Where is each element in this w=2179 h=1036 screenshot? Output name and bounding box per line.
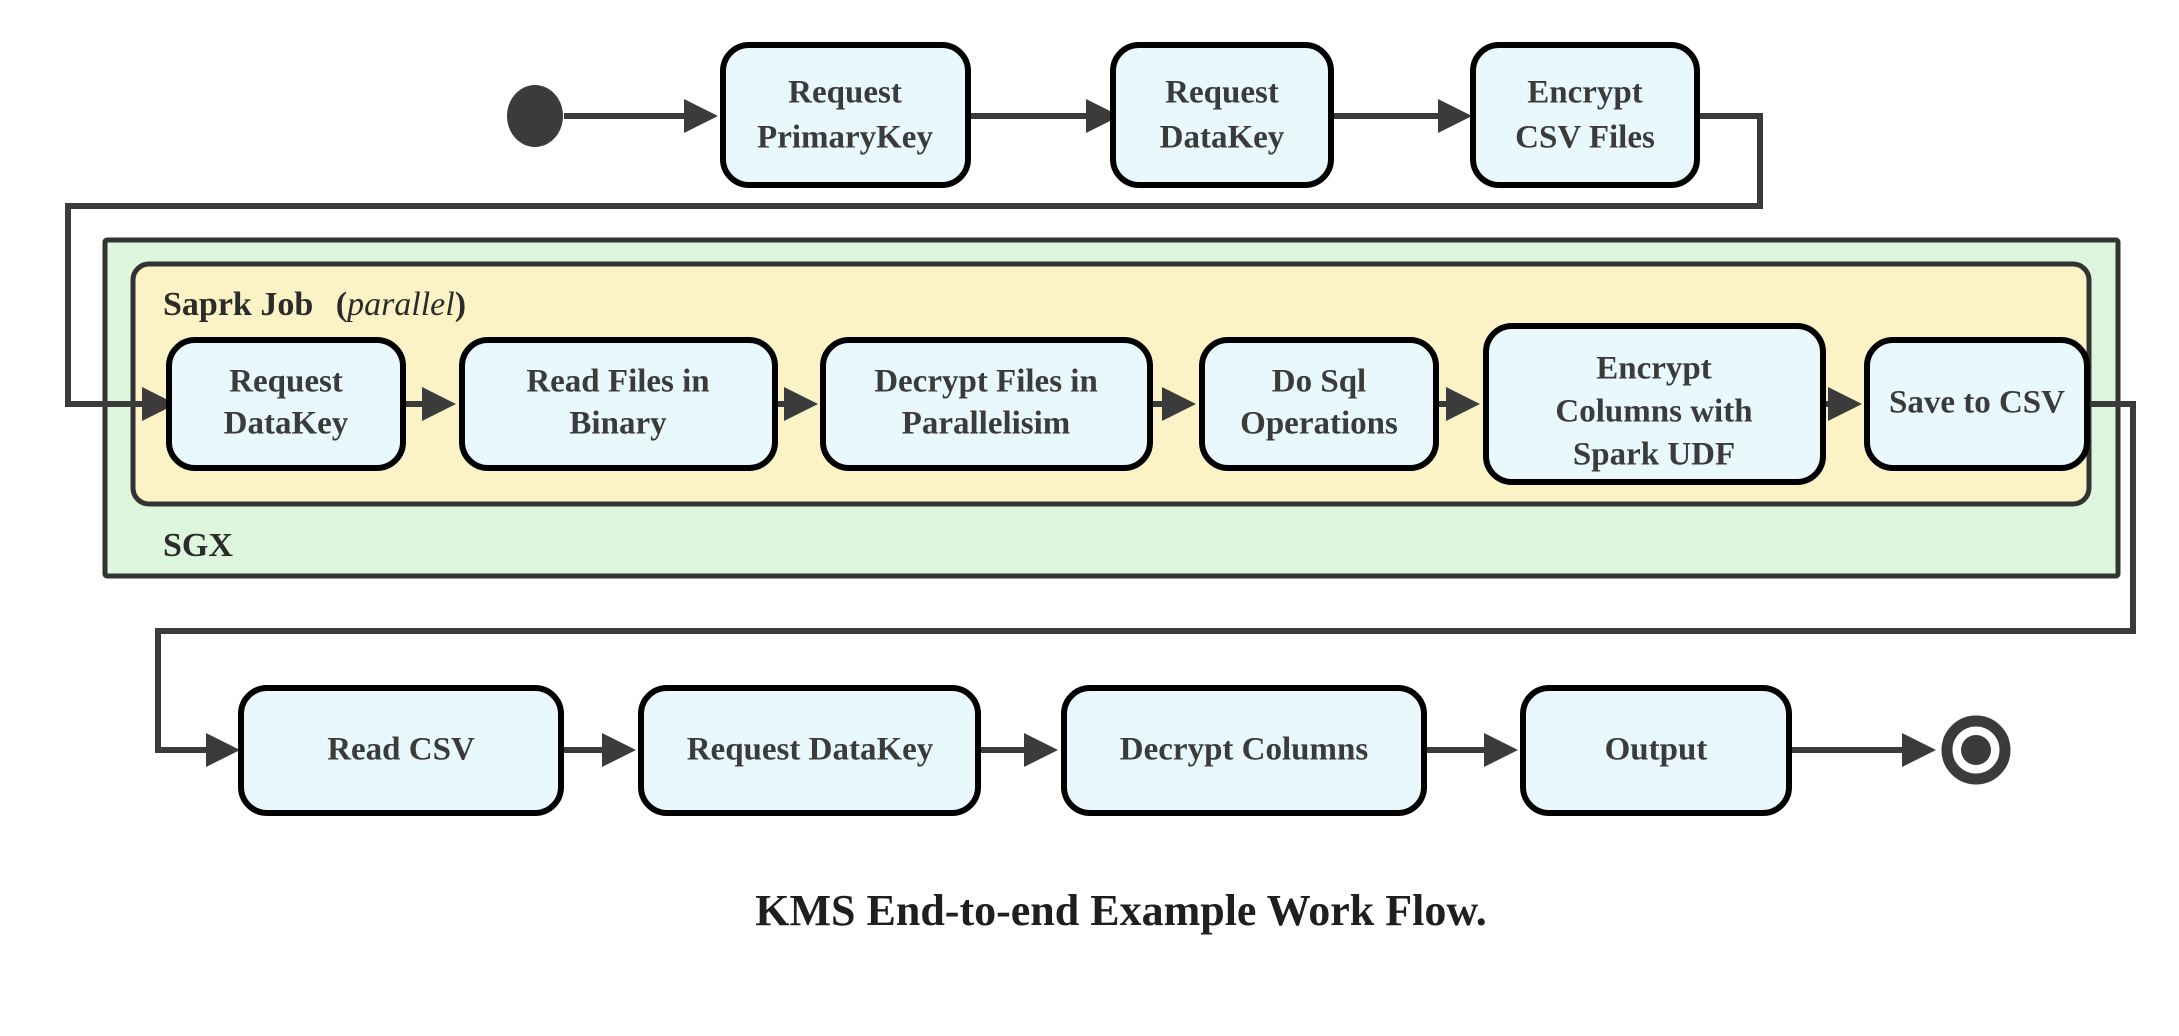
node-request-datakey-spark[interactable]: Request DataKey <box>166 337 406 471</box>
node-encrypt-csv-files[interactable]: Encrypt CSV Files <box>1470 42 1700 188</box>
node-request-datakey-bottom[interactable]: Request DataKey <box>638 685 981 816</box>
node-request-datakey-spark-line-0: Request <box>229 364 343 400</box>
spark-job-label: Saprk Job (parallel) <box>163 286 466 323</box>
arrowhead-to-read-csv <box>206 733 240 767</box>
arrowhead-to-request-primarykey <box>684 99 718 133</box>
node-do-sql-operations[interactable]: Do Sql Operations <box>1199 337 1439 471</box>
node-encrypt-columns-line-1: Columns with <box>1555 394 1752 430</box>
arrowhead-to-encrypt-csv-files <box>1438 99 1472 133</box>
node-read-csv-line-0: Read CSV <box>327 732 475 768</box>
arrowhead-to-end-node <box>1902 733 1936 767</box>
node-decrypt-files-in-parallelisim-line-0: Decrypt Files in <box>874 364 1098 400</box>
node-encrypt-columns-with-spark-udf[interactable]: Encrypt Columns with Spark UDF <box>1483 323 1826 485</box>
node-read-csv[interactable]: Read CSV <box>238 685 564 816</box>
node-encrypt-columns-line-0: Encrypt <box>1596 351 1712 387</box>
node-encrypt-csv-files-line-1: CSV Files <box>1515 120 1655 156</box>
diagram-caption: KMS End-to-end Example Work Flow. <box>755 886 1486 935</box>
node-read-files-in-binary-line-0: Read Files in <box>526 364 709 400</box>
node-request-datakey-top[interactable]: Request DataKey <box>1110 42 1334 188</box>
node-decrypt-files-in-parallelisim-line-1: Parallelisim <box>902 406 1071 442</box>
arrowhead-to-output <box>1484 733 1518 767</box>
arrowhead-to-decrypt-columns <box>1024 733 1058 767</box>
node-save-to-csv[interactable]: Save to CSV <box>1864 337 2090 471</box>
node-read-files-in-binary[interactable]: Read Files in Binary <box>459 337 778 471</box>
node-request-datakey-top-line-1: DataKey <box>1160 120 1285 156</box>
node-decrypt-columns[interactable]: Decrypt Columns <box>1061 685 1427 816</box>
wire-save-csv-to-read-csv <box>155 401 2136 753</box>
node-request-primarykey-line-1: PrimaryKey <box>757 120 933 156</box>
node-request-datakey-top-line-0: Request <box>1165 75 1279 111</box>
node-do-sql-operations-line-0: Do Sql <box>1272 364 1366 400</box>
spark-job-label-text: Saprk Job <box>163 286 313 323</box>
node-decrypt-columns-line-0: Decrypt Columns <box>1120 732 1369 768</box>
node-request-datakey-spark-line-1: DataKey <box>224 406 349 442</box>
start-node <box>507 85 563 147</box>
node-do-sql-operations-line-1: Operations <box>1240 406 1398 442</box>
node-request-primarykey-line-0: Request <box>788 75 902 111</box>
node-save-to-csv-line-0: Save to CSV <box>1889 385 2065 421</box>
spark-job-paren-close: ) <box>455 286 466 323</box>
end-node-dot <box>1961 735 1991 765</box>
node-output[interactable]: Output <box>1520 685 1792 816</box>
node-encrypt-columns-line-2: Spark UDF <box>1573 437 1735 473</box>
node-request-primarykey[interactable]: Request PrimaryKey <box>720 42 971 188</box>
node-read-files-in-binary-line-1: Binary <box>569 406 667 442</box>
wire-encrypt-csv-to-spark-datakey <box>65 113 1763 407</box>
node-encrypt-csv-files-line-0: Encrypt <box>1527 75 1643 111</box>
spark-job-paren-open: ( <box>336 286 347 323</box>
node-decrypt-files-in-parallelisim[interactable]: Decrypt Files in Parallelisim <box>820 337 1153 471</box>
node-output-line-0: Output <box>1605 732 1708 768</box>
spark-job-note: parallel <box>345 286 455 323</box>
arrowhead-to-request-datakey-bottom <box>602 733 636 767</box>
sgx-label: SGX <box>163 527 233 564</box>
node-request-datakey-bottom-line-0: Request DataKey <box>687 732 934 768</box>
